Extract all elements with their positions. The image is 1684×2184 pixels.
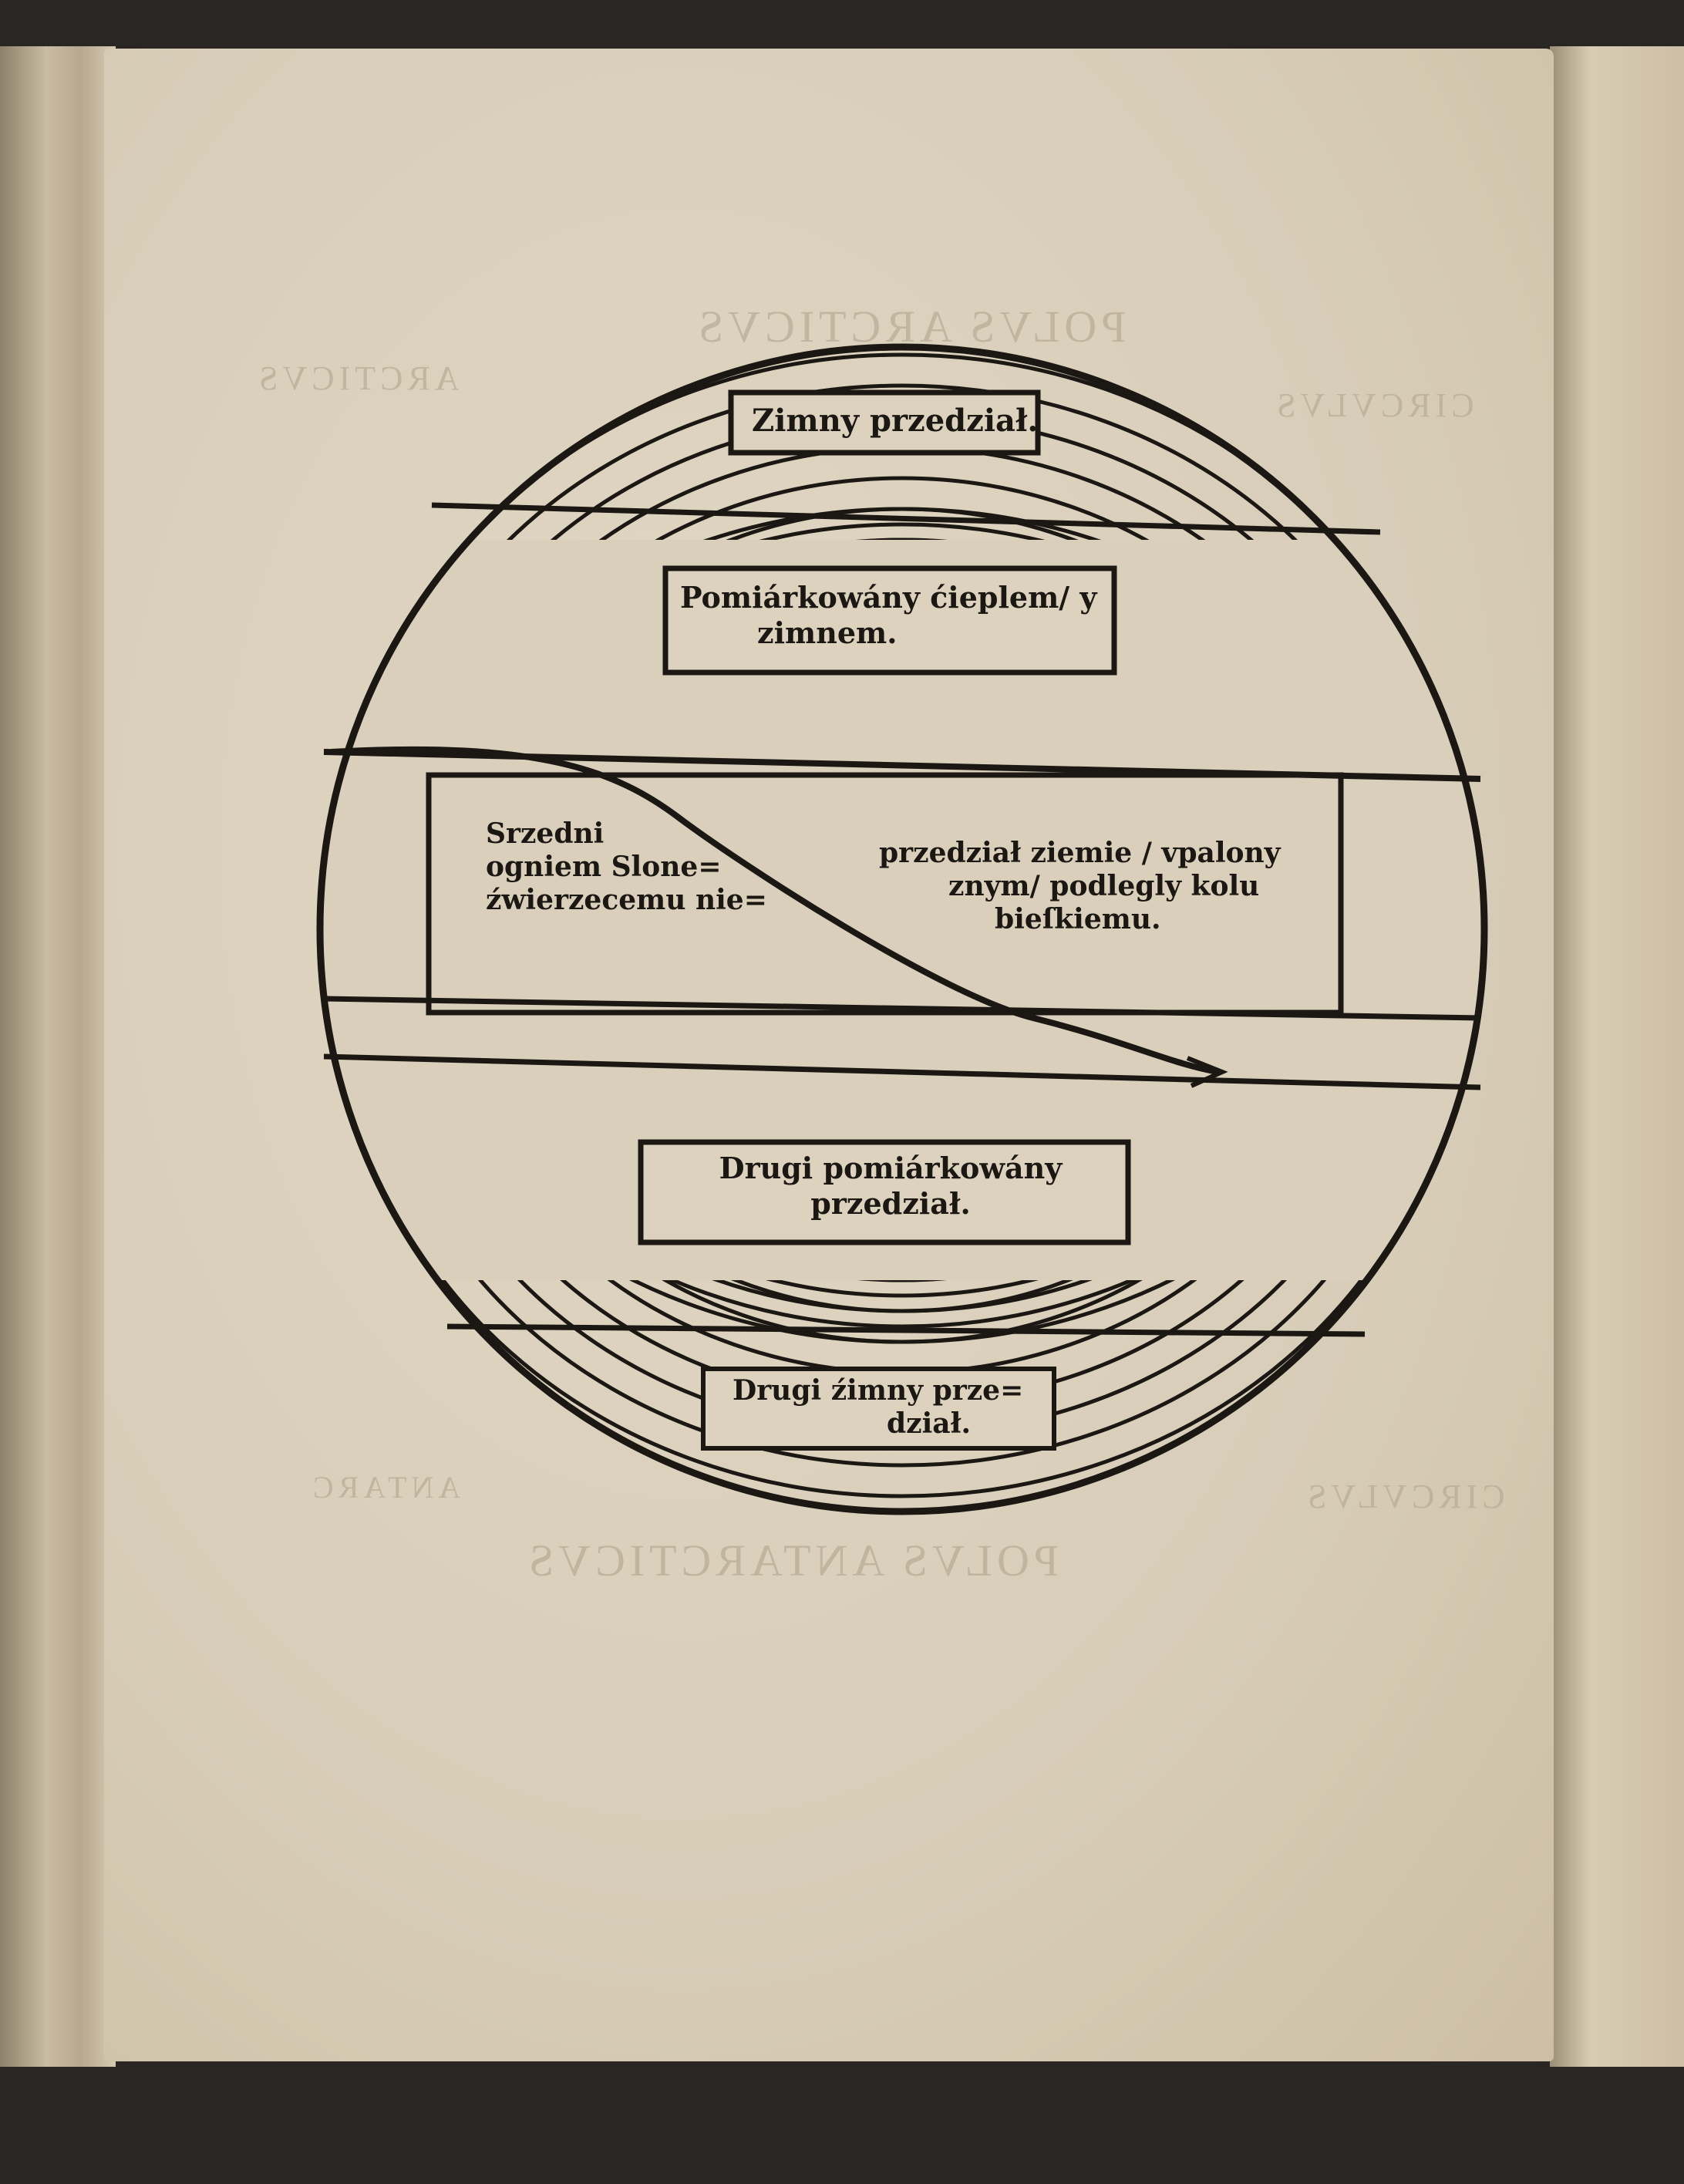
label-south-temperate-zone: Drugi pomiárkowány przedział. [706, 1151, 1076, 1221]
arctic-circle-line [431, 502, 1381, 535]
tropic-south-line-1 [323, 996, 1481, 1021]
label-line: ogniem Slone= [486, 851, 722, 884]
box-north-cold [728, 389, 1041, 456]
box-north-temperate [662, 565, 1117, 676]
torrid-zone-frame [426, 772, 1344, 1016]
label-line: przedział. [810, 1185, 971, 1221]
tropic-south-line-2 [323, 1053, 1481, 1090]
label-line: Pomiárkowány ćieplem/ y [680, 580, 1097, 615]
label-north-cold-zone: Zimny przedział. [752, 403, 1039, 439]
left-page-edges [0, 46, 116, 2067]
label-torrid-zone-left: Srzedni ogniem Slone= źwierzecemu nie= [486, 817, 767, 918]
label-line: Drugi pomiárkowány [719, 1151, 1063, 1185]
label-line: bieſkiemu. [995, 903, 1161, 936]
label-line: źwierzecemu nie= [486, 884, 767, 917]
label-line: Drugi źimny prze= [733, 1374, 1024, 1407]
label-line: dział. [887, 1407, 972, 1441]
label-torrid-zone-right: przedział ziemie / vpalony znym/ podlegl… [879, 837, 1281, 937]
box-south-cold [701, 1367, 1056, 1451]
box-south-temperate [638, 1139, 1131, 1245]
label-line: zimnem. [757, 615, 898, 650]
label-north-temperate-zone: Pomiárkowány ćieplem/ y zimnem. [680, 580, 1096, 650]
antarctic-circle-line [446, 1323, 1366, 1337]
ecliptic-arrow [1186, 1056, 1228, 1088]
label-line: przedział ziemie / vpalony [879, 837, 1281, 869]
label-line: znym/ podlegly kolu [948, 870, 1260, 903]
label-south-cold-zone: Drugi źimny prze= dział. [733, 1374, 1023, 1441]
ecliptic-line [331, 746, 1219, 1075]
globe-outline [316, 343, 1488, 1515]
facing-page-edge [1550, 46, 1684, 2067]
label-line: Srzedni [486, 817, 605, 850]
